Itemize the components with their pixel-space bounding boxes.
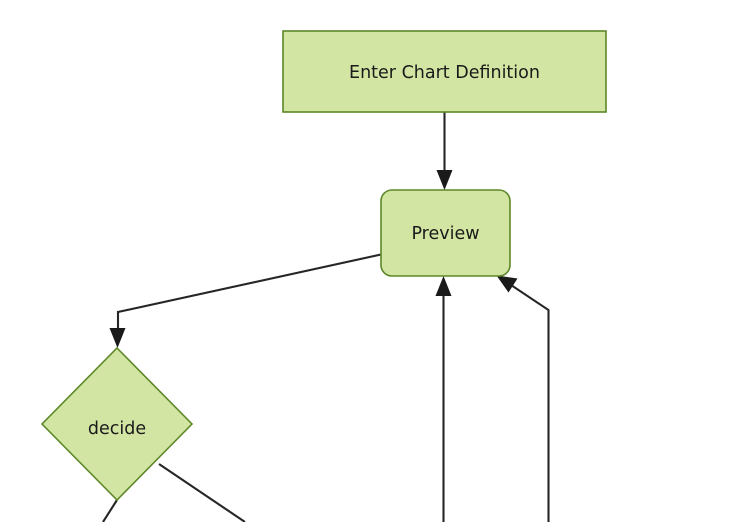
edge-line [507,282,550,522]
node-rounded-rect[interactable] [380,189,511,277]
node-preview[interactable]: Preview [380,189,511,277]
node-label: Preview [411,224,479,244]
arrowhead-icon [435,276,452,296]
arrowhead-icon [109,328,126,348]
node-label: decide [88,419,146,439]
edge-line [158,463,246,522]
edge-decide-bottom-out [102,499,118,522]
edge-line [116,253,382,334]
node-label: Enter Chart Definition [349,63,540,83]
arrowhead-icon [436,170,453,190]
node-decide[interactable]: decide [40,346,194,502]
arrowhead-icon [496,275,518,293]
node-enter-chart-definition[interactable]: Enter Chart Definition [282,30,607,113]
edge-into-preview-bottom-right [496,275,550,522]
node-rect[interactable] [282,30,607,113]
edge-decide-right-out [158,463,246,522]
edge-line [102,499,118,522]
edge-enter-to-preview [436,112,453,190]
node-diamond[interactable] [40,346,194,502]
edge-preview-to-decide [109,253,382,348]
edge-into-preview-bottom-left [435,276,452,522]
